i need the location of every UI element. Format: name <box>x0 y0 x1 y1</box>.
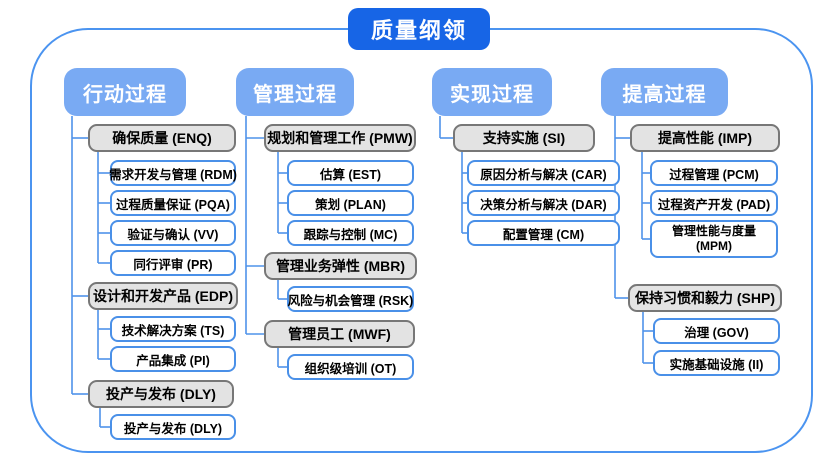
column-header-implementation-process: 实现过程 <box>432 68 552 116</box>
process-rdm: 需求开发与管理 (RDM) <box>109 160 237 186</box>
group-si: 支持实施 (SI) <box>453 124 595 152</box>
process-pqa: 过程质量保证 (PQA) <box>110 190 236 216</box>
process-gov: 治理 (GOV) <box>653 318 780 344</box>
process-ii: 实施基础设施 (II) <box>653 350 780 376</box>
process-ts: 技术解决方案 (TS) <box>110 316 236 342</box>
group-mbr: 管理业务弹性 (MBR) <box>264 252 417 280</box>
process-rsk: 风险与机会管理 (RSK) <box>287 286 414 312</box>
process-pi: 产品集成 (PI) <box>110 346 236 372</box>
group-shp: 保持习惯和毅力 (SHP) <box>628 284 782 312</box>
diagram-title: 质量纲领 <box>348 8 490 50</box>
group-pmw: 规划和管理工作 (PMW) <box>264 124 416 152</box>
process-dar: 决策分析与解决 (DAR) <box>467 190 620 216</box>
process-vv: 验证与确认 (VV) <box>110 220 236 246</box>
process-ot: 组织级培训 (OT) <box>287 354 414 380</box>
process-pad: 过程资产开发 (PAD) <box>650 190 778 216</box>
process-car: 原因分析与解决 (CAR) <box>467 160 620 186</box>
column-header-improvement-process: 提高过程 <box>601 68 728 116</box>
process-cm: 配置管理 (CM) <box>467 220 620 246</box>
process-pr: 同行评审 (PR) <box>110 250 236 276</box>
group-dly: 投产与发布 (DLY) <box>88 380 234 408</box>
process-est: 估算 (EST) <box>287 160 414 186</box>
process-mpm: 管理性能与度量 (MPM) <box>650 220 778 258</box>
group-mwf: 管理员工 (MWF) <box>264 320 415 348</box>
group-imp: 提高性能 (IMP) <box>630 124 780 152</box>
process-pcm: 过程管理 (PCM) <box>650 160 778 186</box>
group-enq: 确保质量 (ENQ) <box>88 124 236 152</box>
process-dly: 投产与发布 (DLY) <box>110 414 236 440</box>
process-plan: 策划 (PLAN) <box>287 190 414 216</box>
column-header-management-process: 管理过程 <box>236 68 354 116</box>
column-header-action-process: 行动过程 <box>64 68 186 116</box>
process-mc: 跟踪与控制 (MC) <box>287 220 414 246</box>
group-edp: 设计和开发产品 (EDP) <box>88 282 238 310</box>
